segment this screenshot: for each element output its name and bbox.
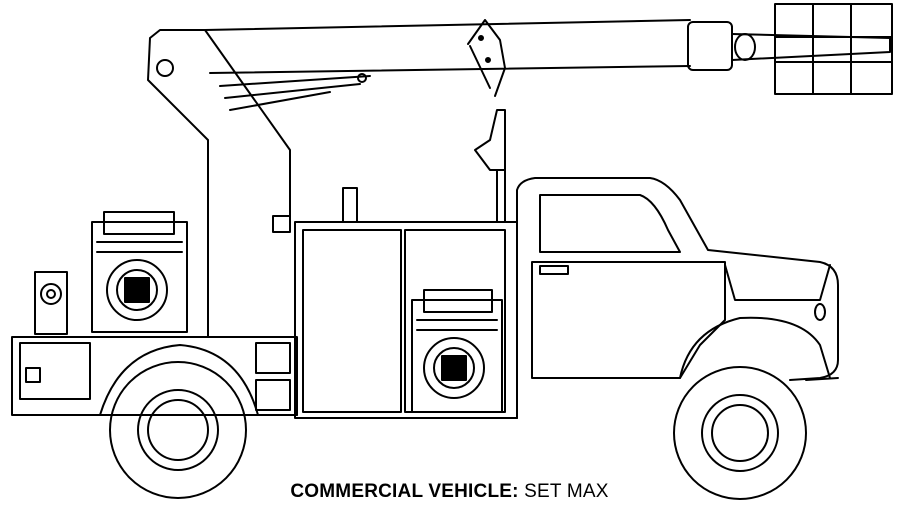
generator-fins bbox=[96, 241, 183, 253]
rear-hub bbox=[147, 399, 209, 461]
outrigger-knob bbox=[40, 283, 62, 305]
bed-door bbox=[19, 342, 91, 400]
generator-center bbox=[411, 289, 503, 413]
cylinder-pin bbox=[357, 73, 367, 83]
bed-box bbox=[11, 336, 298, 416]
hood-panel bbox=[724, 264, 831, 301]
generator-frame bbox=[91, 221, 188, 333]
pedestal-pivot bbox=[156, 59, 174, 77]
rear-wheel bbox=[99, 344, 259, 499]
chassis-line bbox=[257, 377, 839, 419]
boom-collar bbox=[687, 21, 733, 71]
generator-rotor bbox=[116, 269, 158, 311]
hanging-arm bbox=[474, 109, 506, 223]
boom-assembly bbox=[147, 3, 893, 338]
generator-top bbox=[423, 289, 493, 313]
front-rim bbox=[701, 394, 779, 472]
boom-joint bbox=[734, 33, 756, 61]
generator-housing bbox=[106, 259, 168, 321]
outrigger-knob-center bbox=[46, 289, 56, 299]
generator-rotor bbox=[433, 347, 475, 389]
side-bracket bbox=[272, 215, 291, 233]
generator-frame bbox=[411, 299, 503, 413]
outrigger-tower bbox=[34, 271, 68, 335]
generator-fins bbox=[416, 319, 498, 331]
marker-light bbox=[814, 303, 826, 321]
rear-tire bbox=[109, 361, 247, 499]
front-tire bbox=[673, 366, 807, 500]
top-bracket bbox=[342, 187, 358, 223]
generator-left bbox=[91, 211, 188, 333]
front-fender bbox=[679, 316, 831, 379]
hook-rivet bbox=[478, 35, 484, 41]
figure-caption: COMMERCIAL VEHICLE: SET MAX bbox=[0, 481, 899, 503]
boom-pedestal bbox=[147, 29, 291, 338]
rear-fender bbox=[99, 344, 259, 416]
boom-hook bbox=[467, 19, 506, 97]
main-boom bbox=[204, 19, 691, 74]
door-latch bbox=[25, 367, 41, 383]
rear-rim bbox=[137, 389, 219, 471]
compartment-door-left bbox=[302, 229, 402, 413]
caption-label: COMMERCIAL VEHICLE: bbox=[290, 481, 519, 502]
truck-cab bbox=[516, 177, 839, 419]
generator-top bbox=[103, 211, 175, 235]
bucket bbox=[774, 3, 893, 95]
front-wheel bbox=[673, 366, 807, 500]
bed-panel-upper bbox=[255, 342, 291, 374]
cab-outline bbox=[516, 177, 839, 419]
bucket-ribs bbox=[774, 3, 893, 95]
caption-text: SET MAX bbox=[524, 481, 609, 502]
generator-core bbox=[124, 277, 150, 303]
bed-panel-lower bbox=[255, 379, 291, 411]
cab-door bbox=[531, 261, 726, 379]
door-handle bbox=[539, 265, 569, 275]
generator-core bbox=[441, 355, 467, 381]
hydraulic-cylinders bbox=[219, 75, 371, 111]
cab-window bbox=[539, 194, 681, 253]
hook-rivet bbox=[485, 57, 491, 63]
generator-housing bbox=[423, 337, 485, 399]
front-hub bbox=[711, 404, 769, 462]
